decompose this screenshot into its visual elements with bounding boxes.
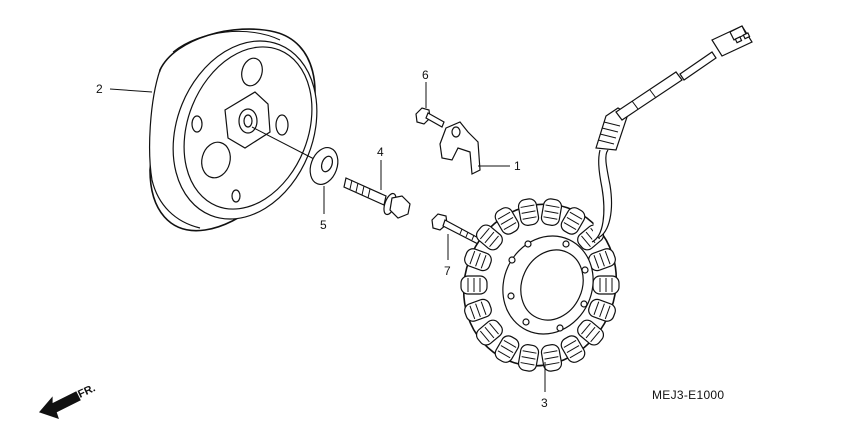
coil-winding bbox=[569, 350, 583, 359]
coil-winding bbox=[585, 326, 596, 339]
coil-winding bbox=[500, 216, 514, 225]
stator-part bbox=[460, 198, 620, 372]
coil-winding bbox=[489, 235, 499, 247]
coil-winding bbox=[599, 303, 605, 318]
clamp-bracket-part bbox=[439, 121, 481, 175]
coil-winding bbox=[479, 330, 490, 343]
coil-winding bbox=[545, 204, 560, 208]
coil-winding bbox=[544, 356, 559, 360]
callout-7: 7 bbox=[444, 264, 451, 278]
wire-harness-part bbox=[591, 25, 753, 243]
coil-winding bbox=[497, 211, 511, 220]
coil-winding bbox=[590, 330, 601, 343]
front-direction-arrow-icon bbox=[38, 391, 81, 419]
callout-3: 3 bbox=[541, 396, 548, 410]
coil-winding bbox=[520, 204, 535, 208]
coil-winding bbox=[520, 362, 535, 366]
callout-4: 4 bbox=[377, 145, 384, 159]
coil-winding bbox=[563, 222, 577, 231]
coil-winding bbox=[581, 235, 591, 247]
coil-winding bbox=[593, 254, 600, 269]
assembly-line-hub bbox=[251, 126, 317, 161]
coil-winding bbox=[484, 326, 495, 339]
callout-1: 1 bbox=[514, 159, 521, 173]
coil-winding bbox=[475, 303, 481, 318]
coil-winding bbox=[469, 305, 476, 320]
callout-5: 5 bbox=[320, 218, 327, 232]
coil-winding bbox=[566, 216, 580, 225]
washer-part bbox=[309, 147, 339, 185]
bolt-6-part bbox=[415, 107, 445, 128]
leader-2 bbox=[109, 88, 153, 93]
coil-winding bbox=[581, 323, 591, 335]
coil-winding bbox=[497, 350, 511, 359]
coil-winding bbox=[545, 362, 560, 366]
coil-winding bbox=[475, 252, 481, 267]
coil-winding bbox=[522, 350, 537, 354]
coil-winding bbox=[604, 250, 611, 265]
callout-6: 6 bbox=[422, 68, 429, 82]
coil-winding bbox=[593, 301, 600, 316]
bolt-4-part bbox=[343, 177, 411, 219]
coil-winding bbox=[480, 254, 487, 269]
flywheel-part bbox=[149, 28, 318, 232]
coil-winding bbox=[543, 350, 558, 354]
front-direction-label: FR. bbox=[76, 382, 97, 400]
coil-winding bbox=[521, 210, 536, 214]
coil-winding bbox=[503, 222, 517, 231]
coil-winding bbox=[503, 339, 517, 348]
coil-winding bbox=[569, 211, 583, 220]
coil-winding bbox=[479, 227, 490, 240]
coil-winding bbox=[563, 339, 577, 348]
coil-winding bbox=[469, 250, 476, 265]
coil-winding bbox=[521, 356, 536, 360]
coil-winding bbox=[489, 323, 499, 335]
coil-winding bbox=[604, 305, 611, 320]
coil-winding bbox=[522, 216, 537, 220]
coil-winding bbox=[544, 210, 559, 214]
diagram-code: MEJ3-E1000 bbox=[652, 388, 724, 402]
coil-winding bbox=[484, 231, 495, 244]
coil-winding bbox=[543, 216, 558, 220]
coil-winding bbox=[566, 345, 580, 354]
coil-winding bbox=[500, 345, 514, 354]
coil-winding bbox=[480, 301, 487, 316]
bolt-7-part bbox=[431, 213, 485, 247]
coil-winding bbox=[599, 252, 605, 267]
callout-2: 2 bbox=[96, 82, 103, 96]
